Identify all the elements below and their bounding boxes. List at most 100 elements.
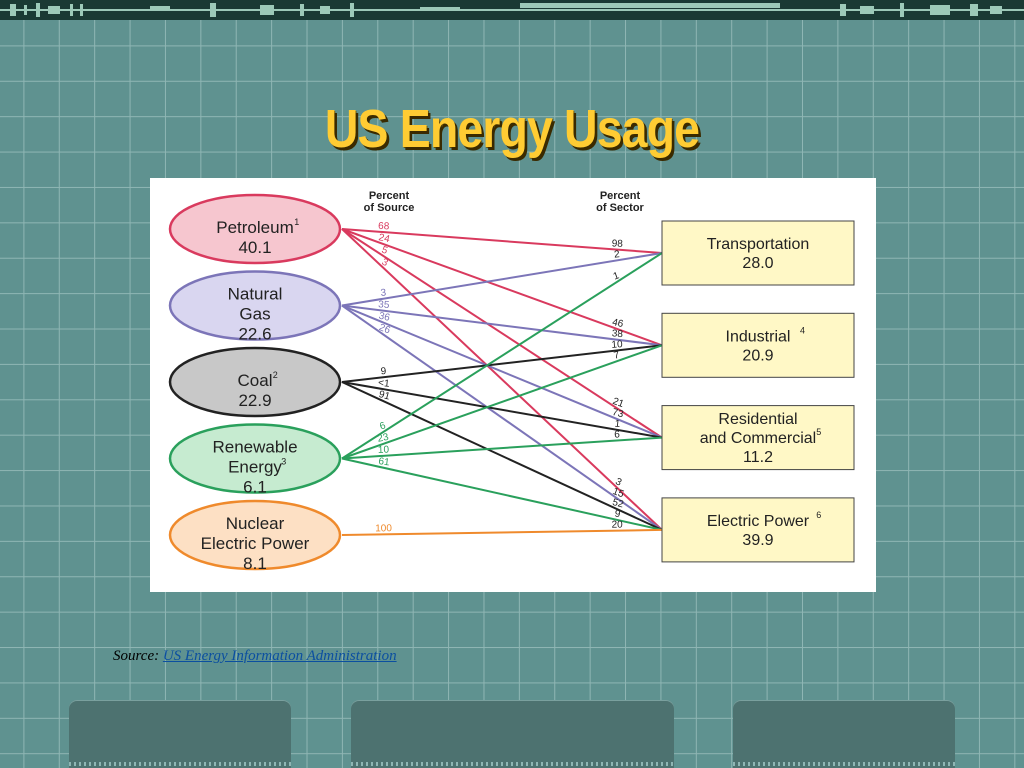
sector-box-electric-power	[661, 497, 855, 563]
source-ellipse-nuclear	[168, 499, 342, 571]
flow-line-nuclear-to-electric-power	[341, 528, 663, 536]
slide-title: US Energy Usage	[324, 99, 700, 159]
flow-line-natural-gas-to-residential-commercial	[341, 304, 663, 439]
sector-footnote-industrial: 4	[800, 325, 805, 335]
nav-button-left[interactable]	[69, 700, 291, 768]
flow-source-pct-natural-gas-to-transportation: 3	[380, 287, 387, 299]
flow-line-petroleum-to-industrial	[341, 228, 663, 347]
flow-sector-pct-coal-to-industrial: 10	[611, 339, 623, 351]
sector-footnote-electric-power: 6	[816, 510, 821, 520]
flow-labels: 689824465213332353836732615910<119152612…	[375, 221, 625, 535]
flow-sector-pct-renewable-to-residential-commercial: 6	[614, 429, 620, 440]
sector-box-transportation	[661, 220, 855, 286]
flow-source-pct-coal-to-electric-power: 91	[377, 389, 391, 403]
flow-lines	[341, 228, 663, 536]
flow-source-pct-petroleum-to-industrial: 24	[378, 232, 392, 245]
flow-sector-pct-renewable-to-transportation: 1	[612, 270, 621, 282]
source-label-natural-gas: Natural	[228, 285, 283, 304]
flow-sector-pct-natural-gas-to-electric-power: 15	[611, 486, 626, 500]
source-citation: Source: US Energy Information Administra…	[113, 648, 397, 665]
flow-line-petroleum-to-electric-power	[341, 228, 663, 531]
flow-line-renewable-to-transportation	[341, 252, 663, 460]
source-ellipse-petroleum	[168, 193, 342, 265]
sector-label-transportation: Transportation	[707, 236, 810, 253]
source-label-nuclear: Electric Power	[201, 534, 310, 553]
sector-node-transportation: Transportation 28.0	[661, 220, 855, 286]
sector-footnote-residential-commercial: 5	[816, 427, 821, 437]
sector-label-electric-power: Electric Power	[707, 513, 810, 530]
flow-line-renewable-to-residential-commercial	[341, 436, 663, 460]
flow-line-coal-to-electric-power	[341, 381, 663, 531]
nav-button-center[interactable]	[351, 700, 674, 768]
source-value-nuclear: 8.1	[243, 554, 267, 573]
source-ellipse-renewable	[168, 423, 342, 494]
source-label-coal: Coal	[238, 371, 273, 390]
sector-node-electric-power: Electric Power 6 39.9	[661, 497, 855, 563]
flow-sector-pct-renewable-to-electric-power: 9	[614, 509, 621, 521]
sector-box-residential-commercial	[661, 405, 855, 471]
sector-value-industrial: 20.9	[742, 347, 773, 364]
source-value-coal: 22.9	[238, 391, 271, 410]
flow-line-natural-gas-to-transportation	[341, 252, 663, 307]
sector-node-industrial: Industrial 4 20.9	[661, 312, 855, 378]
sector-value-transportation: 28.0	[742, 255, 773, 272]
flow-source-pct-renewable-to-residential-commercial: 10	[378, 445, 390, 456]
sector-value-residential-commercial: 11.2	[743, 449, 773, 466]
flow-line-renewable-to-industrial	[341, 344, 663, 460]
source-label-renewable: Renewable	[212, 438, 297, 457]
flow-source-pct-petroleum-to-transportation: 68	[378, 221, 390, 233]
flow-source-pct-petroleum-to-residential-commercial: 5	[380, 245, 389, 257]
flow-sector-pct-coal-to-electric-power: 52	[611, 497, 625, 511]
flow-line-coal-to-residential-commercial	[341, 381, 663, 439]
flow-source-pct-petroleum-to-electric-power: 3	[380, 257, 390, 270]
sector-label-residential-commercial: and Commercial	[700, 430, 816, 447]
header-percent-of-source-2: of Source	[364, 202, 415, 214]
source-label-renewable: Energy	[228, 458, 282, 477]
source-link[interactable]: US Energy Information Administration	[162, 648, 397, 664]
source-value-natural-gas: 22.6	[238, 325, 271, 344]
flow-source-pct-natural-gas-to-residential-commercial: 36	[377, 311, 391, 324]
flow-source-pct-natural-gas-to-electric-power: 26	[377, 322, 392, 336]
header-percent-of-sector: Percent	[600, 190, 641, 202]
flow-source-pct-natural-gas-to-industrial: 35	[378, 299, 390, 311]
source-footnote-petroleum: 1	[294, 217, 299, 227]
flow-source-pct-renewable-to-industrial: 23	[377, 432, 391, 445]
flow-line-natural-gas-to-electric-power	[341, 304, 663, 531]
flow-sector-pct-petroleum-to-residential-commercial: 21	[611, 396, 626, 410]
flow-sector-pct-renewable-to-industrial: 7	[613, 350, 621, 362]
header-percent-of-sector-2: of Sector	[596, 202, 644, 214]
source-label-natural-gas: Gas	[239, 305, 270, 324]
flow-sector-pct-petroleum-to-industrial: 46	[611, 317, 625, 330]
sector-box-industrial	[661, 312, 855, 378]
flow-line-petroleum-to-residential-commercial	[341, 228, 663, 439]
nav-button-right[interactable]	[733, 700, 955, 768]
source-label: Source:	[113, 648, 160, 664]
sector-label-residential-commercial: Residential	[718, 411, 797, 428]
flow-source-pct-renewable-to-electric-power: 61	[378, 456, 391, 468]
sector-value-electric-power: 39.9	[742, 532, 773, 549]
flow-sector-pct-natural-gas-to-residential-commercial: 73	[611, 407, 625, 420]
source-value-renewable: 6.1	[243, 478, 267, 497]
flow-line-petroleum-to-transportation	[341, 228, 663, 254]
flow-sector-pct-natural-gas-to-transportation: 2	[614, 249, 621, 261]
sector-label-industrial: Industrial	[726, 328, 791, 345]
flow-line-natural-gas-to-industrial	[341, 304, 663, 347]
flow-sector-pct-petroleum-to-electric-power: 3	[613, 476, 623, 489]
source-footnote-coal: 2	[273, 370, 278, 380]
flow-line-renewable-to-electric-power	[341, 457, 663, 531]
flow-source-pct-renewable-to-transportation: 6	[378, 420, 387, 432]
source-ellipse-coal	[168, 346, 342, 418]
source-footnote-renewable: 3	[281, 457, 286, 467]
source-label-petroleum: Petroleum	[216, 218, 293, 237]
header-percent-of-source: Percent	[369, 190, 410, 202]
source-value-petroleum: 40.1	[238, 238, 271, 257]
flow-sector-pct-coal-to-residential-commercial: 1	[614, 419, 621, 431]
flow-source-pct-nuclear-to-electric-power: 100	[375, 523, 392, 534]
source-ellipse-natural-gas	[168, 270, 342, 341]
flow-line-coal-to-industrial	[341, 344, 663, 383]
flow-sector-pct-nuclear-to-electric-power: 20	[612, 520, 624, 531]
